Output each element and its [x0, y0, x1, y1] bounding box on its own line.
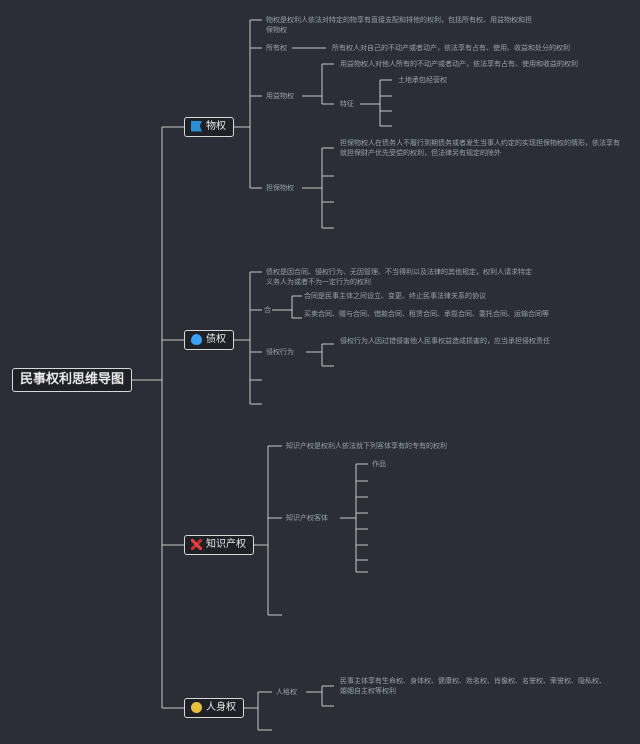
branch-label: 人身权: [206, 702, 236, 713]
tort-text: 侵权行为人因过错侵害他人民事权益造成损害的，应当承担侵权责任: [340, 337, 550, 345]
ownership-label: 所有权: [266, 44, 287, 52]
branch-label: 知识产权: [206, 539, 246, 550]
flame-icon: [191, 333, 202, 345]
ownership-text: 所有权人对自己的不动产或者动产，依法享有占有、使用、收益和处分的权利: [332, 44, 570, 52]
contract-text-2: 买卖合同、赠与合同、借款合同、租赁合同、承揽合同、委托合同、运输合同等: [304, 310, 549, 318]
security-label: 担保物权: [266, 184, 294, 192]
tools-icon: [191, 538, 202, 550]
flag-icon: [191, 120, 202, 132]
security-text: 担保物权人在债务人不履行到期债务或者发生当事人约定的实现担保物权的情形，依法享有…: [340, 139, 620, 157]
branch-creditor-rights[interactable]: 债权: [184, 330, 234, 350]
feature-item: 土地承包经营权: [398, 76, 447, 84]
usufruct-label: 用益物权: [266, 92, 294, 100]
branch-property-rights[interactable]: 物权: [184, 117, 234, 137]
ip-object-label: 知识产权客体: [286, 514, 328, 522]
creditor-rights-definition: 债权是因合同、侵权行为、无因管理、不当得利以及法律的其他规定，权利人请求特定义务…: [266, 268, 532, 286]
personality-right-text: 民事主体享有生命权、身体权、健康权、姓名权、肖像权、名誉权、荣誉权、隐私权、婚姻…: [340, 677, 606, 695]
branch-label: 物权: [206, 121, 226, 132]
branch-personal-rights[interactable]: 人身权: [184, 698, 244, 718]
contract-text-1: 合同是民事主体之间设立、变更、终止民事法律关系的协议: [304, 292, 486, 300]
personality-right-label: 人格权: [276, 688, 297, 696]
tort-label: 侵权行为: [266, 348, 294, 356]
root-topic[interactable]: 民事权利思维导图: [12, 368, 132, 392]
branch-label: 债权: [206, 334, 226, 345]
ip-definition: 知识产权是权利人依法就下列客体享有的专有的权利: [286, 442, 447, 450]
property-rights-definition: 物权是权利人依法对特定的物享有直接支配和排他的权利，包括所有权、用益物权和担保物…: [266, 16, 532, 34]
feature-label: 特征: [340, 100, 354, 108]
ip-object-item: 作品: [372, 460, 386, 468]
medal-icon: [191, 701, 202, 713]
contract-label: 合: [264, 306, 271, 314]
branch-intellectual-property[interactable]: 知识产权: [184, 535, 254, 555]
usufruct-text: 用益物权人对他人所有的不动产或者动产，依法享有占有、使用和收益的权利: [340, 60, 578, 68]
